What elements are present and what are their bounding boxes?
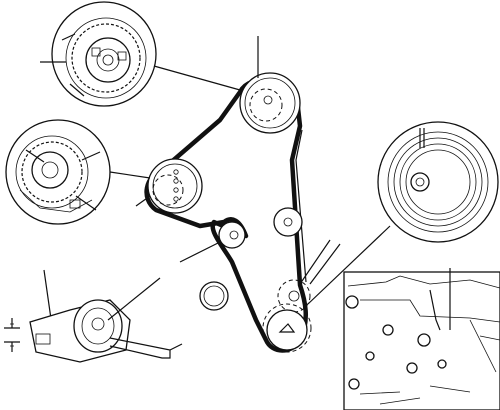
tensioner-pulley	[277, 239, 341, 313]
injection-pump-sprocket-detail	[5, 119, 151, 225]
crankshaft-damper-detail	[307, 121, 499, 305]
camshaft-pulley-lower	[135, 158, 203, 214]
camshaft-sprocket-detail	[40, 1, 241, 107]
tensioner-adjust-detail	[4, 269, 183, 363]
idler-pulley	[179, 207, 303, 311]
crankshaft-pulley	[262, 303, 312, 353]
camshaft-pulley-upper	[239, 36, 301, 134]
engine-block-detail	[343, 268, 500, 410]
